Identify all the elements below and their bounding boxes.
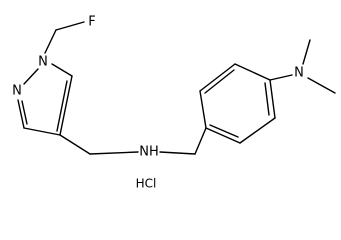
bond-c4-c5-inner bbox=[56, 80, 68, 132]
dimethylamino-n-label: N bbox=[294, 66, 304, 81]
chemical-structure-diagram: F N N NH N HCl bbox=[12, 15, 336, 191]
structure-canvas: F N N NH N HCl bbox=[12, 15, 336, 191]
bond-n2-c3-double bbox=[17, 99, 25, 129]
bond-ph-c1-c2 bbox=[199, 90, 207, 129]
bond-ch2-ph bbox=[194, 127, 207, 155]
bond-ph-c4-c5 bbox=[269, 79, 276, 119]
bond-ph-c2-c3-inner bbox=[204, 69, 235, 94]
hcl-salt-label: HCl bbox=[136, 177, 157, 191]
bond-n-me-top bbox=[302, 39, 311, 65]
pyrazole-n2-label: N bbox=[12, 84, 22, 99]
fluorine-label: F bbox=[88, 15, 95, 30]
bond-n1-ch2 bbox=[44, 29, 57, 54]
bond-ph-c6-c1-inner bbox=[209, 124, 239, 138]
bond-c4-ch2 bbox=[59, 134, 91, 155]
bond-ch2-ch2f bbox=[55, 21, 85, 31]
bond-c4-c5 bbox=[59, 75, 73, 136]
atom-labels: F N N NH N HCl bbox=[12, 15, 304, 191]
bond-nh-ch2 bbox=[159, 151, 196, 155]
bond-ch2-nh bbox=[89, 151, 139, 155]
bond-n1-n2 bbox=[23, 68, 39, 85]
bond-n2-c3-inner bbox=[21, 100, 28, 125]
bond-ph-c2-c3 bbox=[199, 63, 236, 92]
bond-n-me-right bbox=[307, 77, 336, 94]
bond-lines bbox=[17, 21, 336, 155]
pyrazole-n1-label: N bbox=[38, 55, 48, 70]
bond-ph-c4-c5-inner bbox=[264, 82, 270, 116]
bond-ph-c5-c6 bbox=[239, 117, 276, 144]
bond-ph-c3-c4 bbox=[234, 63, 271, 81]
amine-nh-label: NH bbox=[139, 145, 159, 160]
bond-n1-c5 bbox=[51, 63, 73, 77]
bond-ph-c6-c1 bbox=[205, 127, 241, 144]
bond-ar-n bbox=[269, 74, 293, 81]
bond-c3-c4 bbox=[23, 127, 61, 136]
